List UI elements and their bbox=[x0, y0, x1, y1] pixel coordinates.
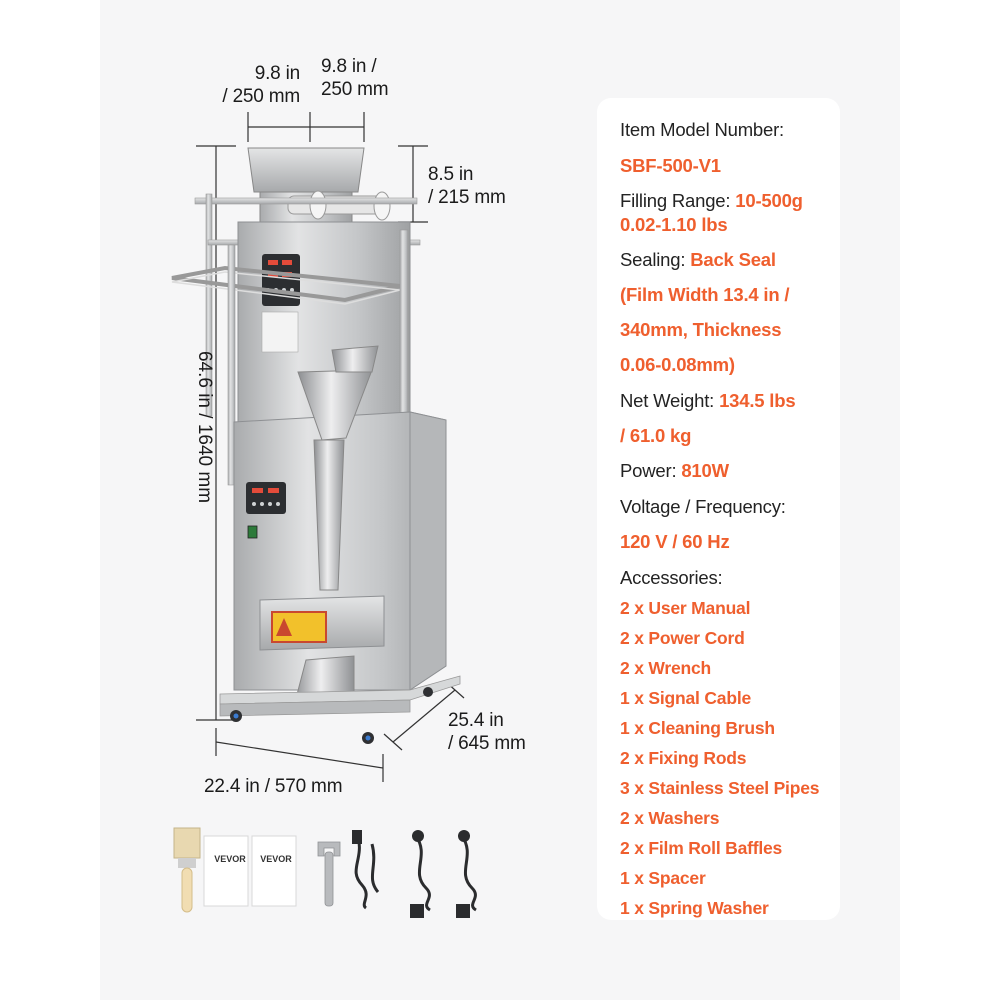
accessory-signal-cable bbox=[354, 835, 380, 910]
power: Power: 810W bbox=[620, 460, 729, 481]
dim-height: 64.6 in / 1640 mm bbox=[194, 350, 215, 504]
accessory-manual-2 bbox=[251, 835, 297, 907]
net-weight-kg: / 61.0 kg bbox=[620, 425, 692, 446]
filling-range-lbs: 0.02-1.10 lbs bbox=[620, 214, 728, 235]
voltage-label: Voltage / Frequency: bbox=[620, 496, 786, 517]
accessory-wrench bbox=[317, 841, 341, 907]
model-label: Item Model Number: bbox=[620, 119, 784, 140]
dim-depth: 25.4 in / 645 mm bbox=[448, 710, 526, 754]
dim-upper-right: 8.5 in / 215 mm bbox=[428, 164, 506, 208]
accessory-item: 1 x Signal Cable bbox=[620, 688, 752, 708]
accessory-item: 2 x Washers bbox=[620, 808, 720, 828]
accessory-item: 1 x Spring Washer bbox=[620, 898, 769, 918]
dim-top-right: 9.8 in / 250 mm bbox=[321, 56, 389, 100]
manual-brand-1: VEVOR bbox=[214, 854, 246, 864]
sealing-detail-1: (Film Width 13.4 in / bbox=[620, 284, 790, 305]
spec-card bbox=[597, 98, 840, 920]
accessory-manual-1 bbox=[203, 835, 249, 907]
accessory-item: 2 x Wrench bbox=[620, 658, 712, 678]
accessory-item: 2 x Power Cord bbox=[620, 628, 745, 648]
accessory-item: 3 x Stainless Steel Pipes bbox=[620, 778, 820, 798]
model-value: SBF-500-V1 bbox=[620, 155, 721, 176]
voltage-value: 120 V / 60 Hz bbox=[620, 531, 730, 552]
manual-brand-2: VEVOR bbox=[260, 854, 292, 864]
accessory-item: 1 x Spacer bbox=[620, 868, 706, 888]
net-weight: Net Weight: 134.5 lbs bbox=[620, 390, 796, 411]
dim-width: 22.4 in / 570 mm bbox=[204, 776, 343, 797]
accessories-label: Accessories: bbox=[620, 567, 723, 588]
sealing-detail-2: 340mm, Thickness bbox=[620, 319, 782, 340]
sealing: Sealing: Back Seal bbox=[620, 249, 776, 270]
accessory-item: 2 x User Manual bbox=[620, 598, 751, 618]
accessory-power-cords bbox=[414, 835, 477, 912]
accessory-item: 2 x Fixing Rods bbox=[620, 748, 747, 768]
filling-range: Filling Range: 10-500g bbox=[620, 190, 803, 211]
accessory-brush bbox=[173, 827, 201, 913]
accessory-item: 1 x Cleaning Brush bbox=[620, 718, 775, 738]
accessory-item: 2 x Film Roll Baffles bbox=[620, 838, 783, 858]
dim-top-left: 9.8 in / 250 mm bbox=[222, 63, 300, 107]
sealing-detail-3: 0.06-0.08mm) bbox=[620, 354, 735, 375]
